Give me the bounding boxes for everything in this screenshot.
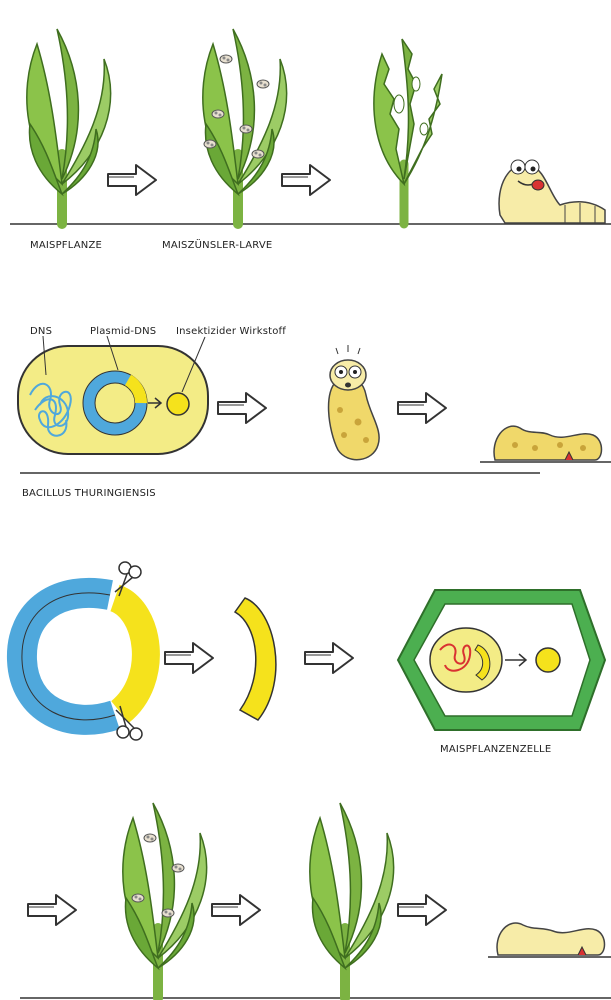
arrow-7 <box>28 895 76 925</box>
label-plasmid-dns: Plasmid-DNS <box>90 326 156 337</box>
arrow-6 <box>305 643 353 673</box>
arrow-5 <box>165 643 213 673</box>
happy-larva <box>499 160 605 223</box>
label-dns: DNS <box>30 326 52 337</box>
arrow-4 <box>398 393 446 423</box>
healthy-bt-maize-plant <box>310 803 394 998</box>
dead-larva-1 <box>494 426 601 460</box>
isolated-gene <box>235 598 276 720</box>
panel-infestation: MAISPFLANZE MAISZÜNSLER-LARVE <box>10 29 611 251</box>
panel-gene-transfer: MAISPFLANZENZELLE <box>22 562 605 755</box>
panel-resistant-plants <box>20 803 611 998</box>
panel-bacterium: DNS Plasmid-DNS Insektizider Wirkstoff <box>18 326 611 499</box>
surprised-larva <box>329 345 380 460</box>
maize-plant-cell <box>398 590 605 730</box>
label-corn-borer-larva: MAISZÜNSLER-LARVE <box>162 238 272 251</box>
bt-maize-plant-with-larvae <box>123 803 207 998</box>
toxin-protein <box>167 393 189 415</box>
healthy-maize-plant <box>27 29 111 224</box>
arrow-8 <box>212 895 260 925</box>
arrow-1 <box>108 165 156 195</box>
cell-nucleus <box>430 628 502 692</box>
dead-larva-2 <box>497 923 604 955</box>
arrow-9 <box>398 895 446 925</box>
toxin-protein-plant <box>536 648 560 672</box>
damaged-maize-plant <box>374 39 442 224</box>
label-insecticidal-agent: Insektizider Wirkstoff <box>176 326 286 337</box>
arrow-3 <box>218 393 266 423</box>
large-plasmid <box>22 593 146 720</box>
label-bacillus-thuringiensis: BACILLUS THURINGIENSIS <box>22 488 156 499</box>
label-maize-plant: MAISPFLANZE <box>30 240 102 251</box>
infested-maize-plant <box>203 29 287 224</box>
label-maize-plant-cell: MAISPFLANZENZELLE <box>440 744 551 755</box>
arrow-2 <box>282 165 330 195</box>
